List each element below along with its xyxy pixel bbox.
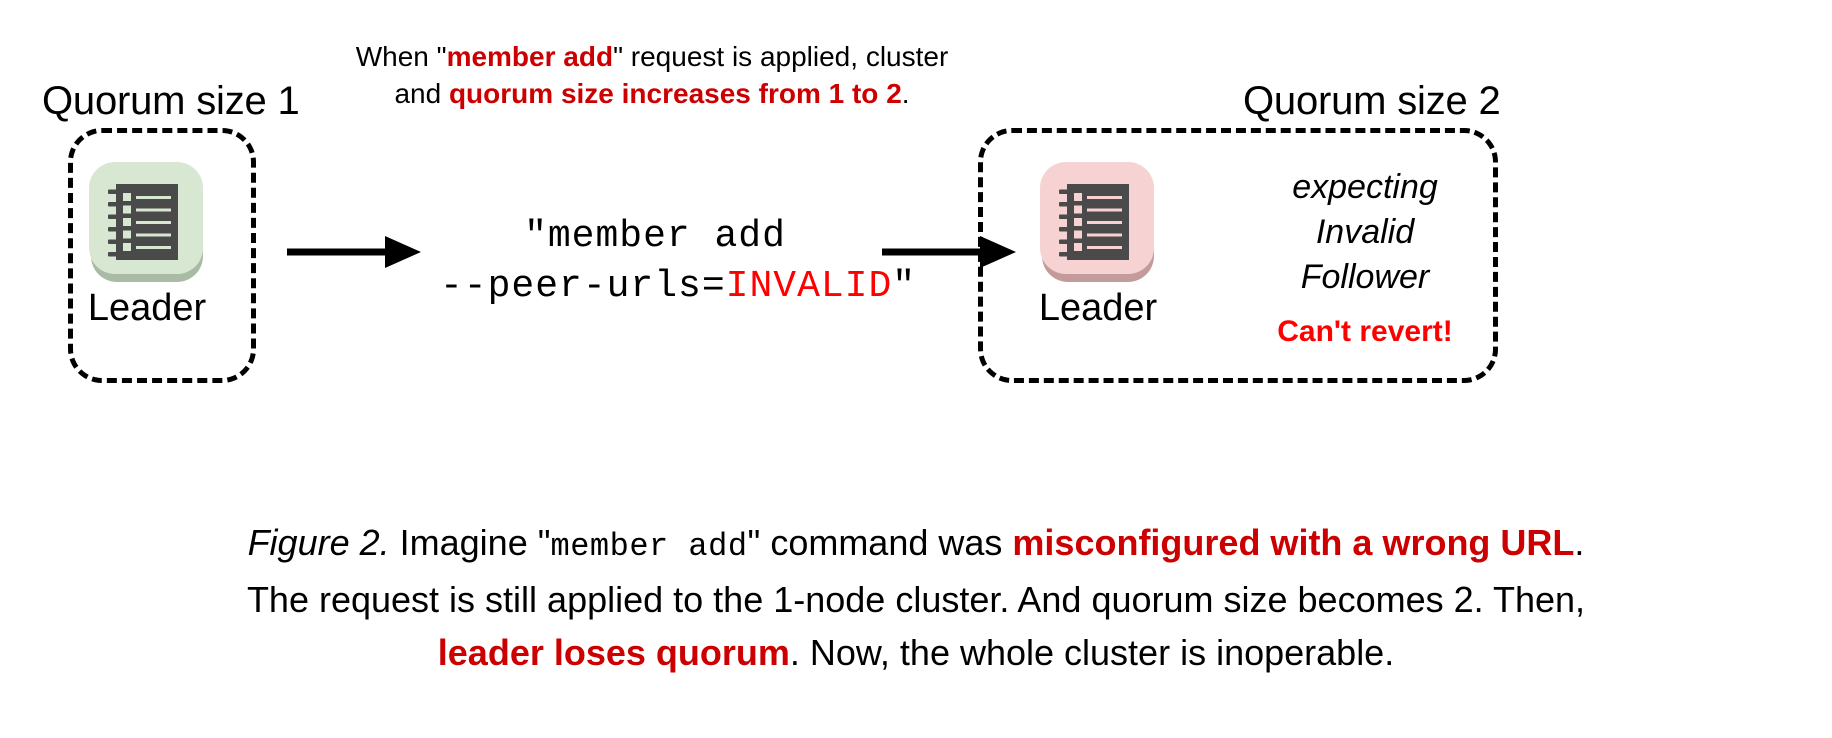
figure-caption: Figure 2. Imagine "member add" command w… [40, 516, 1792, 679]
node-left-label: Leader [87, 287, 207, 329]
cluster-right-status: expecting Invalid Follower Can't revert! [1240, 165, 1490, 350]
status-warning-badge: Can't revert! [1277, 315, 1453, 348]
caption-seg4: . Now, the whole cluster is inoperable. [789, 632, 1395, 673]
top-note-emph-quorum-increase: quorum size increases from 1 to 2 [448, 78, 902, 109]
command-line-2-prefix: --peer-urls= [440, 265, 726, 308]
cluster-left-title: Quorum size 1 [42, 79, 300, 123]
notebook-icon [1059, 184, 1129, 260]
top-note-part2: " request is applied, [613, 41, 859, 72]
top-note-part1: When " [355, 41, 447, 72]
caption-seg2: " command was [747, 522, 1013, 563]
status-line-1: expecting [1292, 168, 1438, 206]
arrow-command-to-cluster-icon [882, 236, 1016, 268]
cluster-left-boundary [68, 128, 256, 383]
notebook-icon [108, 184, 178, 260]
node-right-label: Leader [1038, 287, 1158, 329]
caption-mono-member-add: member add [550, 528, 748, 565]
caption-line-1: Figure 2. Imagine "member add" command w… [40, 516, 1792, 573]
cluster-right-boundary [978, 128, 1498, 383]
top-annotation: When "member add" request is applied, cl… [352, 38, 952, 112]
node-left-leader: Leader [86, 160, 208, 330]
caption-emph-misconfigured: misconfigured with a wrong URL [1012, 522, 1575, 563]
node-right-icon-wrap [1037, 160, 1159, 282]
caption-line-2: The request is still applied to the 1-no… [246, 579, 1586, 620]
caption-seg3: . [1574, 522, 1585, 563]
cluster-right-title: Quorum size 2 [1243, 79, 1501, 123]
command-line-1: "member add [524, 215, 786, 258]
node-left-icon-wrap [86, 160, 208, 282]
arrow-leader-to-command-icon [287, 236, 421, 268]
status-line-3: Follower [1300, 258, 1430, 296]
top-note-emph-member-add: member add [446, 41, 614, 72]
caption-line-3: leader loses quorum. Now, the whole clus… [40, 626, 1792, 679]
status-line-2: Invalid [1315, 213, 1415, 251]
top-note-part4: . [901, 78, 910, 109]
caption-figure-label: Figure 2. [247, 522, 390, 563]
caption-emph-leader-loses-quorum: leader loses quorum [437, 632, 790, 673]
top-note-part3: cluster and [394, 41, 949, 109]
command-line-2: --peer-urls=INVALID" [440, 262, 915, 312]
command-invalid-value: INVALID [725, 265, 893, 308]
caption-seg1: Imagine " [389, 522, 551, 563]
command-text: "member add --peer-urls=INVALID" [440, 212, 915, 312]
node-right-leader: Leader [1037, 160, 1159, 330]
command-line-2-suffix: " [892, 265, 917, 308]
